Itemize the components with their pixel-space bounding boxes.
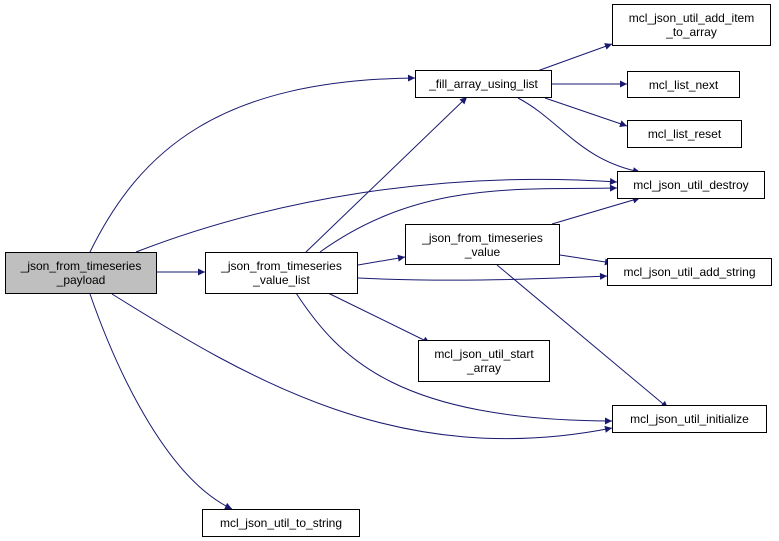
- edge-fill-array-to-list-reset: [544, 97, 628, 128]
- node-mcl-list-reset[interactable]: mcl_list_reset: [627, 120, 742, 148]
- edge-value-list-to-start-array: [327, 292, 431, 344]
- edge-payload-to-initialize: [111, 293, 613, 440]
- node-mcl-json-util-start-array[interactable]: mcl_json_util_start _array: [418, 340, 550, 382]
- node-mcl-json-util-initialize[interactable]: mcl_json_util_initialize: [612, 405, 767, 433]
- node-json-from-timeseries-value[interactable]: _json_from_timeseries _value: [405, 224, 560, 265]
- node-fill-array-using-list[interactable]: _fill_array_using_list: [415, 70, 552, 98]
- edge-ts-value-to-add-string: [559, 254, 613, 266]
- edge-value-list-to-destroy: [319, 184, 618, 253]
- node-mcl-json-util-destroy[interactable]: mcl_json_util_destroy: [617, 171, 765, 199]
- node-mcl-json-util-to-string[interactable]: mcl_json_util_to_string: [202, 509, 360, 537]
- edge-payload-to-to-string: [89, 293, 233, 510]
- node-mcl-json-util-add-string[interactable]: mcl_json_util_add_string: [607, 258, 772, 286]
- edge-value-list-to-initialize: [295, 292, 613, 425]
- node-mcl-json-util-add-item-to-array[interactable]: mcl_json_util_add_item _to_array: [612, 4, 771, 46]
- edge-ts-value-to-initialize: [496, 264, 669, 409]
- node-json-from-timeseries-payload: _json_from_timeseries _payload: [5, 252, 157, 294]
- node-json-from-timeseries-value-list[interactable]: _json_from_timeseries _value_list: [205, 252, 358, 294]
- edge-payload-to-fill-array: [89, 74, 416, 253]
- edge-fill-array-to-add-item: [528, 43, 613, 75]
- edge-payload-to-destroy: [135, 178, 618, 253]
- edge-ts-value-to-destroy: [551, 196, 641, 225]
- edge-fill-array-to-destroy: [517, 97, 641, 175]
- edge-value-list-to-ts-value: [357, 254, 406, 266]
- edge-value-list-to-add-string: [357, 272, 608, 281]
- edge-value-list-to-fill-array: [305, 96, 468, 253]
- node-mcl-list-next[interactable]: mcl_list_next: [627, 71, 740, 98]
